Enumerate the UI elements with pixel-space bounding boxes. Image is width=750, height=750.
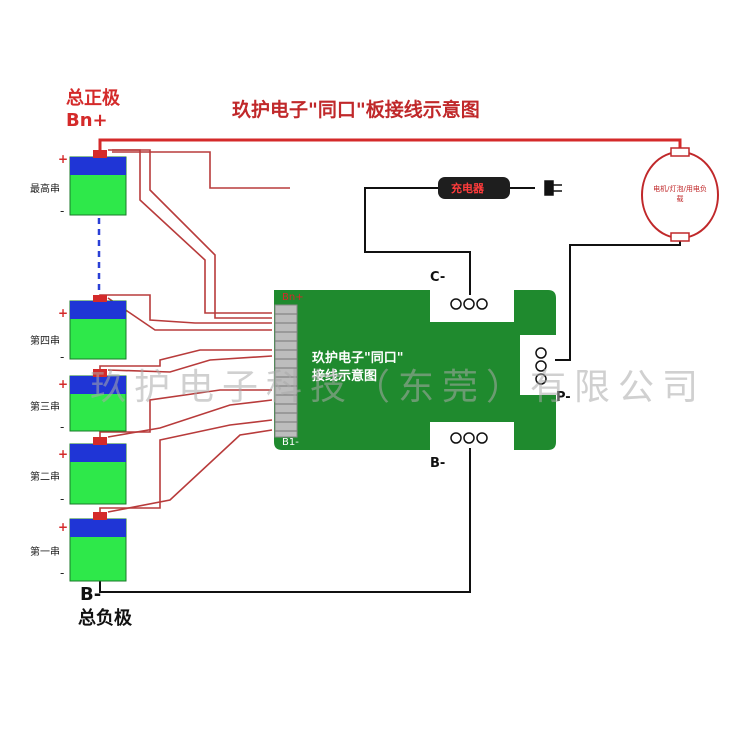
negative-label-text: 总负极 <box>78 608 132 629</box>
cell-3-plus: + <box>58 377 69 391</box>
negative-terminal-text: B- <box>80 584 102 605</box>
cell-3-minus: - <box>60 420 65 434</box>
cell-4-plus: + <box>58 306 69 320</box>
terminal-c-label: C- <box>430 270 446 285</box>
cell-2 <box>69 437 127 505</box>
p-terminal-pads <box>535 347 547 385</box>
c-terminal-pads <box>450 298 488 310</box>
cell-top-plus: + <box>58 152 69 166</box>
cell-2-name: 第二串 <box>30 472 60 483</box>
pcb-board <box>274 290 556 450</box>
cell-1-name: 第一串 <box>30 547 60 558</box>
charger-label: 充电器 <box>451 182 484 195</box>
cell-1-plus: + <box>58 520 69 534</box>
cell-3 <box>69 369 127 432</box>
positive-terminal-text: Bn+ <box>66 110 108 131</box>
load-label: 电机/灯泡/用电负载 <box>653 185 707 203</box>
cell-3-name: 第三串 <box>30 402 60 413</box>
total-negative-label: B- 总负极 <box>78 583 132 631</box>
b-terminal-pads <box>450 432 488 444</box>
cell-2-plus: + <box>58 447 69 461</box>
charger-plug-icon <box>544 180 562 196</box>
sense-wires <box>99 149 290 513</box>
charger-box <box>438 177 510 199</box>
pcb-pin-bottom-label: B1- <box>282 437 299 448</box>
watermark-text: 玖护电子科技（东莞）有限公司 <box>90 367 707 408</box>
pcb-text-line1: 玖护电子"同口" <box>312 351 404 366</box>
positive-main-wire <box>98 138 682 150</box>
pcb-pin-top-label: Bn+ <box>282 292 304 303</box>
terminal-b-label: B- <box>430 456 446 471</box>
cell-4-minus: - <box>60 350 65 364</box>
total-positive-label: 总正极 Bn+ <box>66 88 120 132</box>
pcb-text: 玖护电子"同口" 接线示意图 <box>312 350 404 386</box>
terminal-p-label: P- <box>556 390 571 405</box>
pcb-text-line2: 接线示意图 <box>312 369 378 384</box>
cell-top-minus: - <box>60 204 65 218</box>
cell-2-minus: - <box>60 492 65 506</box>
cell-top <box>69 150 127 216</box>
positive-label-text: 总正极 <box>66 88 120 109</box>
cell-4 <box>69 295 127 360</box>
diagram-title: 玖护电子"同口"板接线示意图 <box>232 99 480 121</box>
cell-top-name: 最高串 <box>30 184 60 195</box>
cell-4-name: 第四串 <box>30 336 60 347</box>
cell-1 <box>69 512 127 582</box>
cell-1-minus: - <box>60 566 65 580</box>
